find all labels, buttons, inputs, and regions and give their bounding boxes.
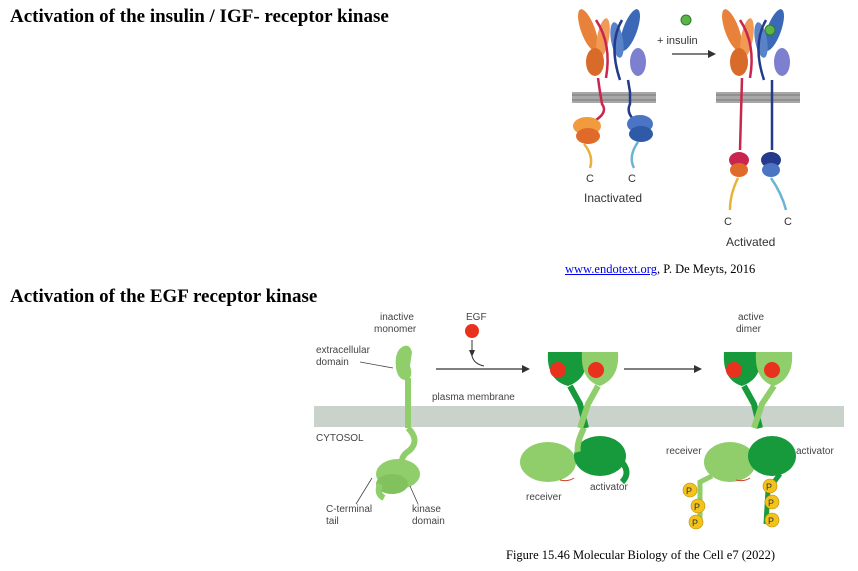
egf-ligand-icon <box>465 324 479 338</box>
activator-label: activator <box>796 446 834 457</box>
insulin-figure-credit: www.endotext.org, P. De Meyts, 2016 <box>565 262 755 277</box>
phosphate-group-right: P P P <box>762 478 780 528</box>
c-terminus-label: C <box>628 173 636 185</box>
arrow-head-icon <box>694 365 702 373</box>
insulin-membrane-left <box>572 92 656 103</box>
bound-egf-icon <box>764 362 780 378</box>
insulin-membrane-right <box>716 92 800 103</box>
egf-label: EGF <box>466 312 487 323</box>
kinase-label: kinase <box>412 504 441 515</box>
phosphate-icon <box>762 478 778 494</box>
bound-egf-icon <box>550 362 566 378</box>
cytosol-label: CYTOSOL <box>316 433 364 444</box>
arrow-head-icon <box>469 350 475 357</box>
monomer-label: monomer <box>374 324 417 335</box>
phosphate-icon <box>682 482 698 498</box>
bound-egf-icon <box>726 362 742 378</box>
activator-label: activator <box>590 482 628 493</box>
egf-active-dimer <box>697 352 796 525</box>
phosphate-label: P <box>768 498 774 508</box>
phosphate-group-left: P P P <box>682 482 706 530</box>
activated-label: Activated <box>726 235 775 249</box>
insulin-receptor-figure: C C Inactivated + insulin <box>572 9 800 249</box>
egf-section-title: Activation of the EGF receptor kinase <box>10 286 318 307</box>
inactivated-label: Inactivated <box>584 191 642 205</box>
active-label: active <box>738 312 765 323</box>
dimer-label: dimer <box>736 324 762 335</box>
egf-inactive-monomer <box>355 345 420 505</box>
phosphate-icon <box>764 494 780 510</box>
inactive-insulin-receptor: C C Inactivated <box>572 9 656 205</box>
arrow-head-icon <box>708 50 716 58</box>
plasma-membrane-label: plasma membrane <box>432 392 515 403</box>
phosphate-label: P <box>766 482 772 492</box>
c-terminal-label: C-terminal <box>326 504 372 515</box>
bound-insulin-icon <box>764 24 776 36</box>
egf-figure-credit: Figure 15.46 Molecular Biology of the Ce… <box>506 548 776 562</box>
arrow-head-icon <box>522 365 530 373</box>
tail-label: tail <box>326 516 339 527</box>
endotext-link[interactable]: www.endotext.org <box>565 262 657 276</box>
receiver-label: receiver <box>666 446 702 457</box>
insulin-ligand-icon <box>680 14 692 26</box>
plus-insulin-label: + insulin <box>657 35 698 47</box>
phosphate-icon <box>690 498 706 514</box>
phosphate-label: P <box>692 518 698 528</box>
c-terminus-label: C <box>724 216 732 228</box>
phosphate-label: P <box>694 502 700 512</box>
egf-plasma-membrane <box>314 406 844 427</box>
phosphate-label: P <box>686 486 692 496</box>
insulin-section-title: Activation of the insulin / IGF- recepto… <box>10 6 389 27</box>
activated-insulin-receptor: C C Activated <box>716 9 800 249</box>
bound-egf-icon <box>588 362 604 378</box>
extracellular-label: extracellular <box>316 345 371 356</box>
c-terminus-label: C <box>784 216 792 228</box>
c-terminus-label: C <box>586 173 594 185</box>
egf-receptor-figure: inactive monomer EGF active dimer extrac… <box>314 312 844 530</box>
kinase-domain-label: domain <box>412 516 445 527</box>
egf-dimer-intermediate <box>520 352 630 485</box>
inactive-label: inactive <box>380 312 414 323</box>
phosphate-label: P <box>768 516 774 526</box>
phosphate-icon <box>688 514 704 530</box>
phosphate-icon <box>764 512 780 528</box>
domain-label: domain <box>316 357 349 368</box>
receiver-label: receiver <box>526 492 562 503</box>
insulin-credit-author: , P. De Meyts, 2016 <box>657 262 756 276</box>
